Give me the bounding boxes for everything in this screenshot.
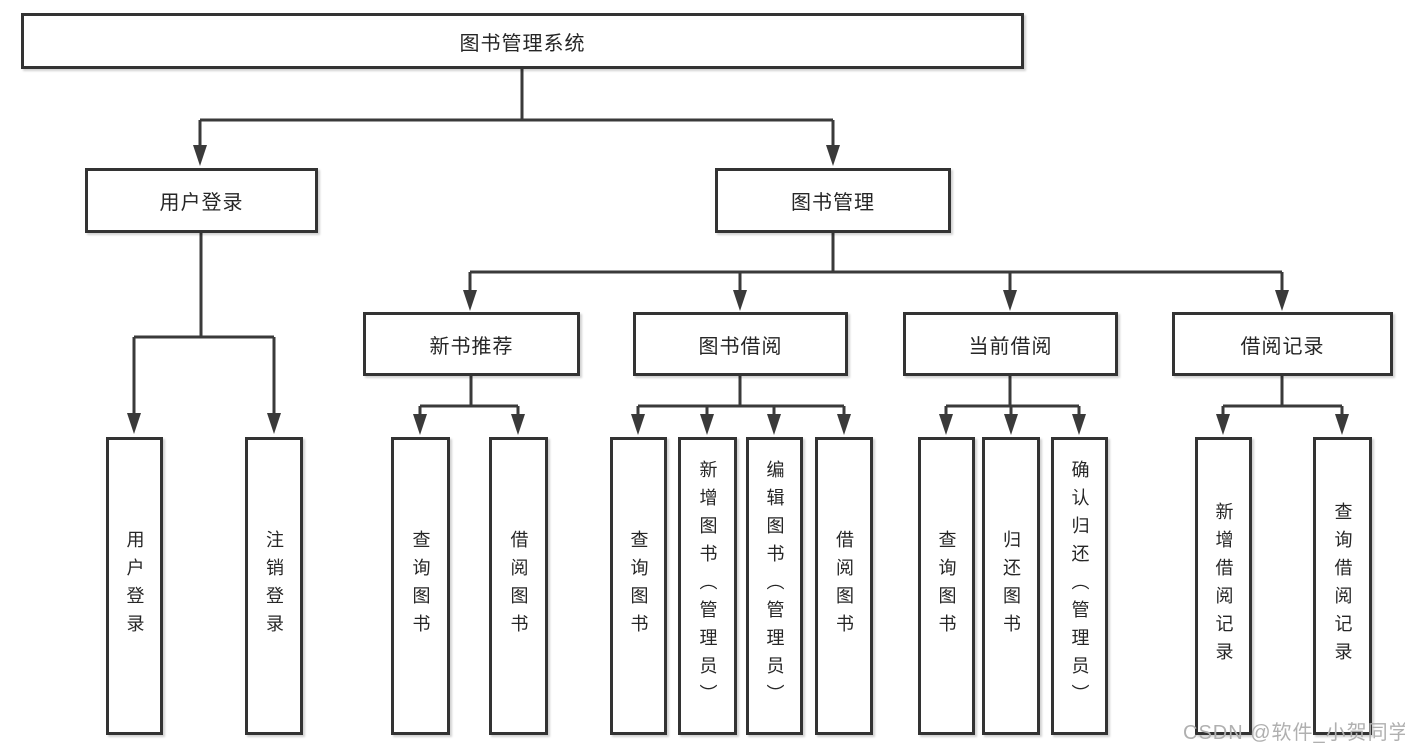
arrowhead-icon <box>1004 414 1018 435</box>
arrowhead-icon <box>631 414 645 435</box>
node-current-borrowing: 当前借阅 <box>903 312 1118 376</box>
node-current-borrowing-label: 当前借阅 <box>968 335 1053 358</box>
node-book-management-label: 图书管理 <box>791 192 875 214</box>
arrowhead-icon <box>767 414 781 435</box>
arrowhead-icon <box>1275 290 1289 311</box>
leaf-add-book-admin-label: 新增图书（管理员） <box>697 460 718 712</box>
arrowhead-icon <box>511 414 525 435</box>
node-user-login-label: 用户登录 <box>159 192 244 214</box>
leaf-query-books-current: 查询图书 <box>918 437 975 735</box>
leaf-confirm-return-admin-label: 确认归还（管理员） <box>1069 460 1090 712</box>
leaf-logout: 注销登录 <box>245 437 303 735</box>
leaf-add-borrow-record-label: 新增借阅记录 <box>1213 502 1234 670</box>
node-new-book-recommendation: 新书推荐 <box>363 312 580 376</box>
arrowhead-icon <box>1335 414 1349 435</box>
leaf-edit-book-admin: 编辑图书（管理员） <box>746 437 803 735</box>
arrowhead-icon <box>733 290 747 311</box>
edges-root-to-level2 <box>193 69 840 166</box>
node-user-login: 用户登录 <box>85 168 318 233</box>
leaf-user-login-label: 用户登录 <box>124 530 145 642</box>
node-new-book-recommendation-label: 新书推荐 <box>429 335 514 358</box>
node-borrowing-records-label: 借阅记录 <box>1240 335 1325 358</box>
arrowhead-icon <box>1216 414 1230 435</box>
edges-new-book-recommendation-children <box>413 376 525 435</box>
leaf-query-books-recommend-label: 查询图书 <box>410 530 431 642</box>
leaf-query-borrow-record-label: 查询借阅记录 <box>1332 502 1353 670</box>
leaf-user-login: 用户登录 <box>106 437 163 735</box>
leaf-add-borrow-record: 新增借阅记录 <box>1195 437 1252 735</box>
arrowhead-icon <box>267 413 281 434</box>
leaf-query-books-borrowing: 查询图书 <box>610 437 667 735</box>
arrowhead-icon <box>837 414 851 435</box>
leaf-add-book-admin: 新增图书（管理员） <box>678 437 737 735</box>
arrowhead-icon <box>939 414 953 435</box>
leaf-logout-label: 注销登录 <box>264 530 284 642</box>
leaf-edit-book-admin-label: 编辑图书（管理员） <box>764 460 785 712</box>
leaf-borrow-books-borrowing: 借阅图书 <box>815 437 873 735</box>
leaf-return-books-label: 归还图书 <box>1001 530 1021 642</box>
arrowhead-icon <box>413 414 427 435</box>
leaf-confirm-return-admin: 确认归还（管理员） <box>1051 437 1108 735</box>
node-borrowing-records: 借阅记录 <box>1172 312 1393 376</box>
node-book-borrowing-label: 图书借阅 <box>698 335 783 358</box>
arrowhead-icon <box>463 290 477 311</box>
leaf-query-books-borrowing-label: 查询图书 <box>628 530 649 642</box>
watermark: CSDN @软件_小贺同学 <box>1183 722 1405 744</box>
arrowhead-icon <box>1072 414 1086 435</box>
node-book-borrowing: 图书借阅 <box>633 312 848 376</box>
leaf-borrow-books-borrowing-label: 借阅图书 <box>834 530 854 642</box>
arrowhead-icon <box>700 414 714 435</box>
node-book-management: 图书管理 <box>715 168 951 233</box>
leaf-borrow-books-recommend: 借阅图书 <box>489 437 548 735</box>
node-root: 图书管理系统 <box>21 13 1024 69</box>
edges-book-borrowing-children <box>631 376 851 435</box>
node-root-label: 图书管理系统 <box>459 32 586 55</box>
edges-borrowing-records-children <box>1216 376 1349 435</box>
leaf-query-borrow-record: 查询借阅记录 <box>1313 437 1372 735</box>
edges-current-borrowing-children <box>939 376 1086 435</box>
leaf-borrow-books-recommend-label: 借阅图书 <box>508 530 529 642</box>
leaf-return-books: 归还图书 <box>982 437 1040 735</box>
leaf-query-books-current-label: 查询图书 <box>936 530 957 642</box>
leaf-query-books-recommend: 查询图书 <box>391 437 450 735</box>
arrowhead-icon <box>1003 290 1017 311</box>
arrowhead-icon <box>826 145 840 166</box>
arrowhead-icon <box>193 145 207 166</box>
edges-user-login-children <box>127 233 281 434</box>
arrowhead-icon <box>127 413 141 434</box>
edges-book-management-to-level3 <box>463 233 1289 311</box>
